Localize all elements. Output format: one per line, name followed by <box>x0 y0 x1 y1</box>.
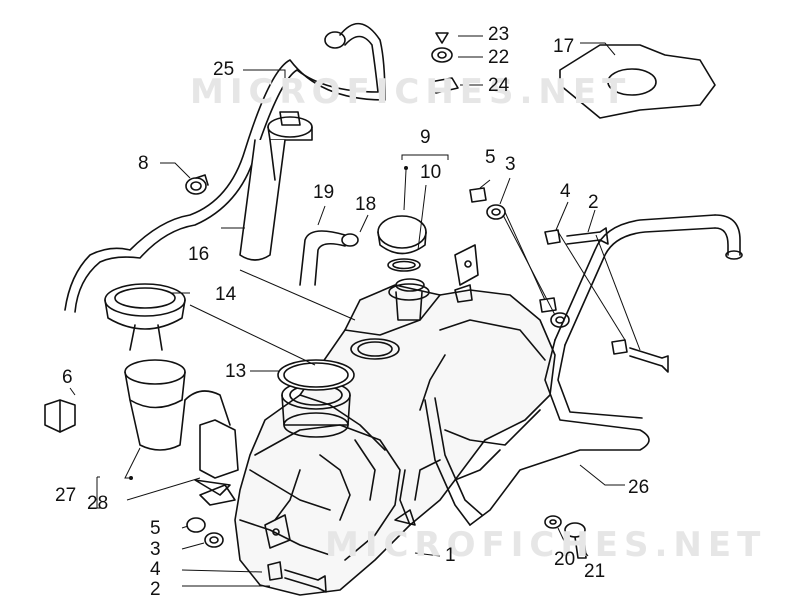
part-label-21: 21 <box>584 561 606 582</box>
part-label-8: 8 <box>138 153 149 174</box>
part-label-4-right: 4 <box>560 181 571 202</box>
part-label-10: 10 <box>420 162 442 183</box>
part-label-1: 1 <box>445 545 456 566</box>
part-label-3-right: 3 <box>505 154 516 175</box>
leader-dots <box>129 166 408 480</box>
part-label-14: 14 <box>215 284 237 305</box>
part-label-6: 6 <box>62 367 73 388</box>
part-label-24: 24 <box>488 75 510 96</box>
part-label-26: 26 <box>628 477 650 498</box>
part-label-16: 16 <box>188 244 210 265</box>
fuel-pump-assembly <box>104 283 355 496</box>
fastener-set <box>429 32 459 94</box>
part-label-19: 19 <box>313 182 335 203</box>
fuel-tank <box>199 244 556 596</box>
fuel-level-sender <box>239 111 313 261</box>
watermark-bottom: MICROFICHES.NET <box>325 525 767 565</box>
part-label-23: 23 <box>488 24 510 45</box>
part-label-4-bottom: 4 <box>150 559 161 580</box>
part-label-25: 25 <box>213 59 235 80</box>
part-label-2-bottom: 2 <box>150 579 161 600</box>
part-label-27: 27 <box>55 485 77 506</box>
frame-tube <box>424 214 743 526</box>
part-label-20: 20 <box>554 549 576 570</box>
filler-cap <box>377 215 427 292</box>
part-label-28: 28 <box>87 493 109 514</box>
part-label-2-right: 2 <box>588 192 599 213</box>
leader-lines <box>69 35 641 587</box>
watermark-top: MICROFICHES.NET <box>190 72 632 112</box>
part-label-3-bottom: 3 <box>150 539 161 560</box>
hose-clamp-8 <box>185 174 209 195</box>
part-label-9: 9 <box>420 127 431 148</box>
part-label-13: 13 <box>225 361 247 382</box>
part-label-18: 18 <box>355 194 377 215</box>
part-label-17: 17 <box>553 36 575 57</box>
part-label-5-right: 5 <box>485 147 496 168</box>
part-label-5-bottom: 5 <box>150 518 161 539</box>
fuel-hose-19 <box>299 230 359 286</box>
part-label-22: 22 <box>488 47 510 68</box>
